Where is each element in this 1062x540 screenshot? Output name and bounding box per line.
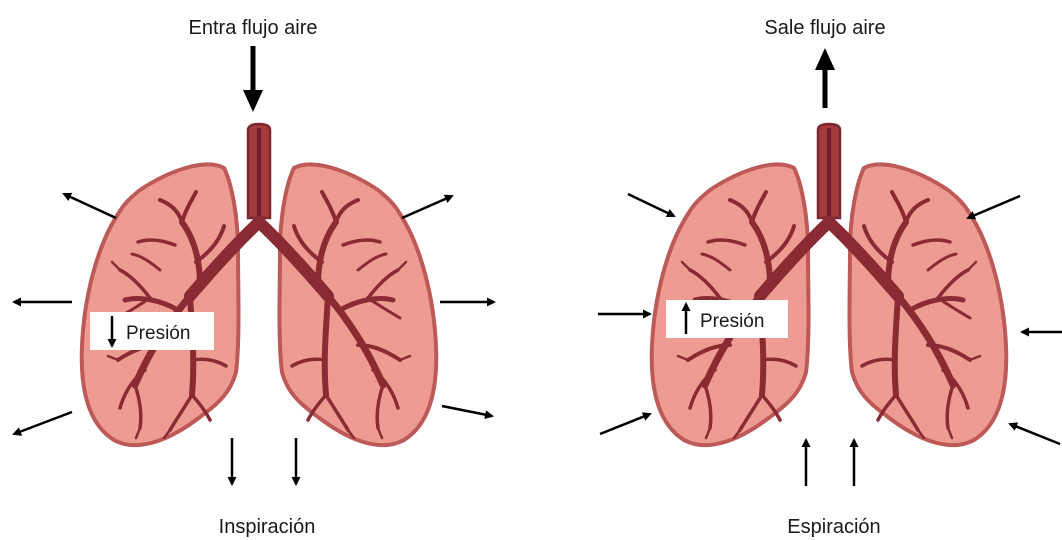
expansion-arrow-upper-left xyxy=(64,194,116,218)
pressure-label-right: Presión xyxy=(700,311,764,332)
pressure-increase-box: Presión xyxy=(666,300,788,338)
pressure-decrease-box: Presión xyxy=(90,312,214,350)
expiration-panel: Sale flujo aire Presión Espiración xyxy=(598,17,1062,538)
compression-arrow-lower-right xyxy=(1010,424,1060,444)
lungs-expiration xyxy=(652,124,1006,445)
lungs-inspiration xyxy=(82,124,436,445)
inspiration-label: Inspiración xyxy=(219,516,316,538)
inspiration-panel: Entra flujo aire Presión Inspiración xyxy=(14,17,494,538)
outflow-label: Sale flujo aire xyxy=(764,17,885,39)
inflow-label: Entra flujo aire xyxy=(189,17,318,39)
expansion-arrow-upper-right xyxy=(402,196,452,218)
expansion-arrow-lower-left xyxy=(14,412,72,434)
expansion-arrow-lower-right xyxy=(442,406,492,416)
expiration-label: Espiración xyxy=(787,516,880,538)
compression-arrow-lower-left xyxy=(600,414,650,434)
compression-arrow-upper-left xyxy=(628,194,674,216)
pressure-label-left: Presión xyxy=(126,323,190,344)
compression-arrow-upper-right xyxy=(968,196,1020,218)
